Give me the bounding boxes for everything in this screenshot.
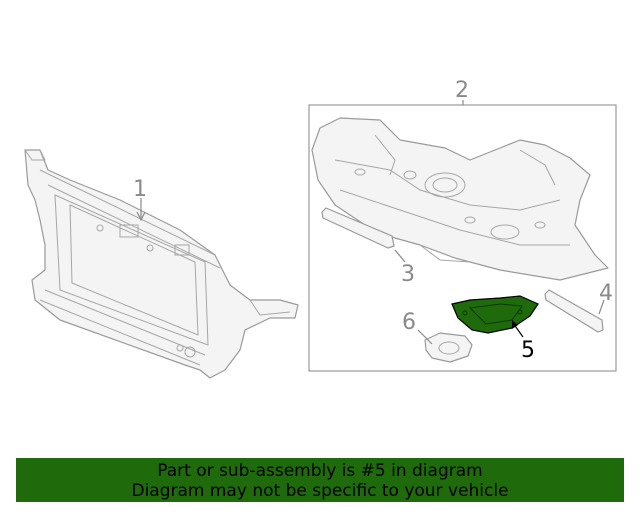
info-banner: Part or sub-assembly is #5 in diagram Di… <box>16 458 624 502</box>
leader-1-arrow <box>136 211 146 222</box>
radiator-support-part <box>24 149 299 379</box>
leader-3 <box>394 249 406 263</box>
banner-line-1: Part or sub-assembly is #5 in diagram <box>157 461 483 481</box>
leader-5-arrow <box>512 320 518 329</box>
callout-5[interactable]: 5 <box>521 338 535 363</box>
strip-part-4 <box>544 289 604 333</box>
callout-1[interactable]: 1 <box>133 177 147 202</box>
callout-3[interactable]: 3 <box>401 262 415 287</box>
under-cover-part <box>311 117 609 281</box>
leader-6 <box>417 329 433 345</box>
callout-2[interactable]: 2 <box>455 78 469 103</box>
bracket-part-6 <box>424 332 473 363</box>
leader-4 <box>598 299 605 315</box>
callout-6[interactable]: 6 <box>402 310 416 335</box>
banner-line-2: Diagram may not be specific to your vehi… <box>131 481 509 501</box>
strip-part-3 <box>321 207 395 249</box>
callout-4[interactable]: 4 <box>599 281 613 306</box>
